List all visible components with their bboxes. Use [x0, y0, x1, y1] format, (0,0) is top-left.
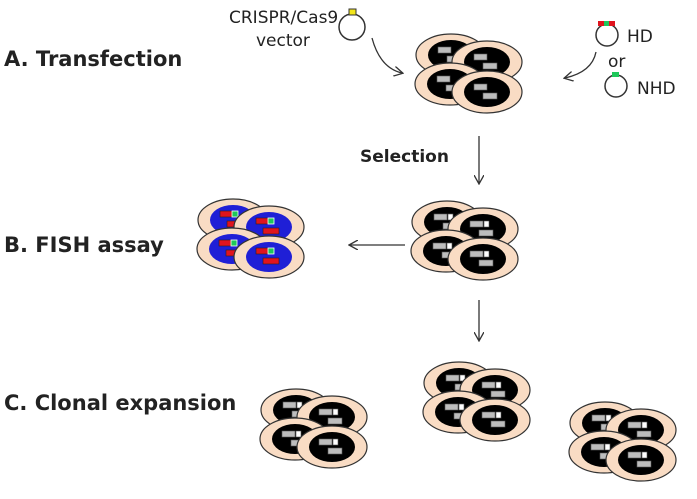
fish-signal-green: [267, 217, 275, 225]
edit-mark: [332, 438, 339, 446]
chromosome: [473, 53, 488, 61]
cell: [233, 235, 305, 279]
fish-signal-green: [230, 239, 238, 247]
cell: [459, 398, 531, 442]
chromosome: [444, 403, 459, 411]
chromosome: [473, 83, 488, 91]
chromosome: [469, 220, 484, 228]
chromosome: [636, 430, 652, 438]
chromosome: [478, 229, 494, 237]
nucleus: [618, 445, 664, 475]
chromosome: [469, 250, 484, 258]
vector-label-line2: vector: [256, 31, 310, 51]
chromosome: [437, 46, 452, 54]
fish-signal-red: [255, 247, 269, 255]
fish-signal-red: [262, 227, 280, 235]
step-c-label: C. Clonal expansion: [4, 391, 236, 415]
edit-mark: [604, 443, 611, 451]
chromosome: [591, 414, 606, 422]
edit-mark: [483, 220, 490, 228]
donor-arrow: [565, 51, 597, 78]
chromosome: [478, 259, 494, 267]
chromosome: [590, 443, 605, 451]
nhd-label: NHD: [637, 79, 676, 99]
chromosome: [281, 430, 296, 438]
nucleus: [460, 244, 506, 274]
chromosome: [482, 92, 498, 100]
chromosome: [318, 408, 333, 416]
nucleus: [246, 242, 292, 272]
chromosome: [432, 242, 447, 250]
nucleus: [472, 405, 518, 435]
chromosome: [327, 447, 343, 455]
cell: [605, 438, 677, 482]
fish-signal-green: [267, 247, 275, 255]
chromosome: [481, 411, 496, 419]
fish-signal-green: [231, 210, 239, 218]
chromosome: [482, 62, 498, 70]
chromosome: [436, 75, 451, 83]
chromosome: [445, 374, 460, 382]
nhd-plasmid-icon: [604, 72, 628, 98]
edit-mark: [641, 451, 648, 459]
nucleus: [309, 432, 355, 462]
vector-arrow: [371, 37, 402, 73]
chromosome: [433, 213, 448, 221]
chromosome: [627, 421, 642, 429]
hd-plasmid-icon: [595, 21, 619, 47]
fish-signal-red: [262, 257, 280, 265]
cell-clusters: [196, 33, 677, 482]
or-label: or: [608, 52, 625, 72]
edit-mark: [495, 381, 502, 389]
vector-label-line1: CRISPR/Cas9: [229, 8, 338, 28]
fish-signal-red: [218, 239, 232, 247]
edit-mark: [332, 408, 339, 416]
edit-mark: [295, 430, 302, 438]
fish-signal-red: [219, 210, 233, 218]
selection-label: Selection: [360, 147, 449, 167]
chromosome: [490, 420, 506, 428]
chromosome: [636, 460, 652, 468]
chromosome: [490, 390, 506, 398]
chromosome: [627, 451, 642, 459]
cas9-plasmid-icon: [338, 8, 366, 41]
step-b-label: B. FISH assay: [4, 233, 164, 257]
step-a-label: A. Transfection: [4, 47, 182, 71]
chromosome: [318, 438, 333, 446]
hd-label: HD: [627, 27, 653, 47]
edit-mark: [483, 250, 490, 258]
chromosome: [327, 417, 343, 425]
chromosome: [481, 381, 496, 389]
nucleus: [464, 77, 510, 107]
cell: [447, 237, 519, 281]
cell: [451, 70, 523, 114]
edit-mark: [458, 403, 465, 411]
chromosome: [282, 401, 297, 409]
edit-mark: [446, 242, 453, 250]
cell: [296, 425, 368, 469]
edit-mark: [495, 411, 502, 419]
fish-signal-red: [255, 217, 269, 225]
edit-mark: [641, 421, 648, 429]
